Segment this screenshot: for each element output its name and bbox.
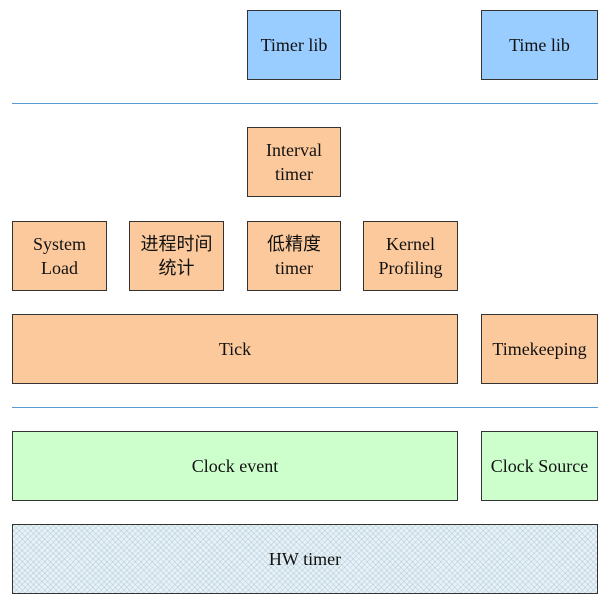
system-load-box: System Load: [12, 221, 107, 291]
clock-source-box: Clock Source: [481, 431, 598, 501]
hw-timer-box: HW timer: [12, 524, 598, 594]
timer-lib-box: Timer lib: [247, 10, 341, 80]
top-divider: [12, 103, 598, 104]
bottom-divider: [12, 407, 598, 408]
timekeeping-box: Timekeeping: [481, 314, 598, 384]
low-res-timer-box: 低精度 timer: [247, 221, 341, 291]
interval-timer-box: Interval timer: [247, 127, 341, 197]
clock-event-box: Clock event: [12, 431, 458, 501]
process-time-stats-box: 进程时间 统计: [129, 221, 224, 291]
time-lib-box: Time lib: [481, 10, 598, 80]
kernel-profiling-box: Kernel Profiling: [363, 221, 458, 291]
tick-box: Tick: [12, 314, 458, 384]
